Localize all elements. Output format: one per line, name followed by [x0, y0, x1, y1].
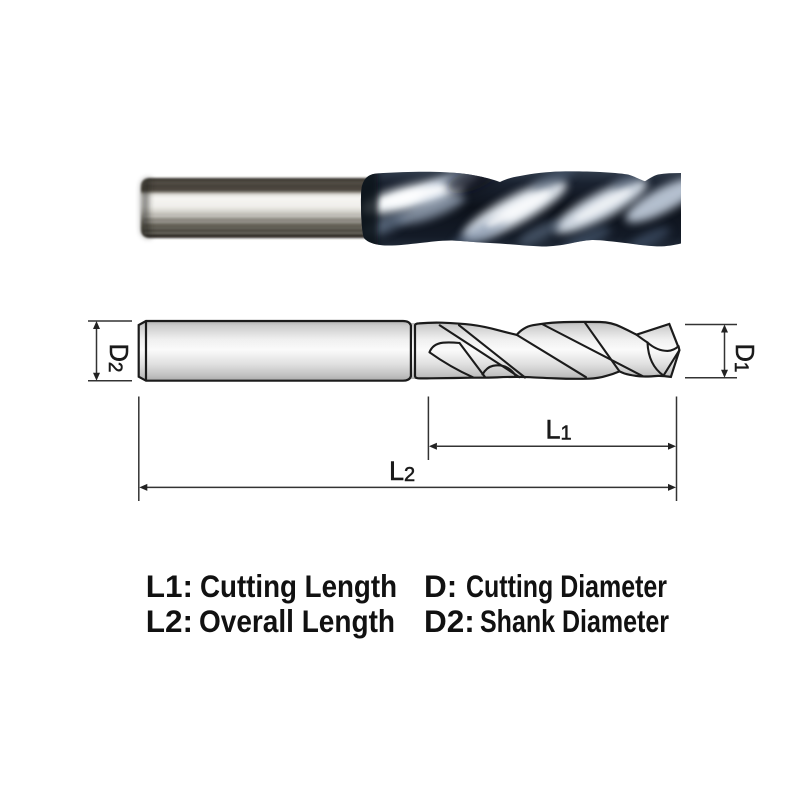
svg-text:D2: D2 — [104, 344, 132, 373]
svg-text:Cutting Diameter: Cutting Diameter — [466, 568, 667, 604]
svg-text:L2: L2 — [389, 456, 415, 486]
svg-text:L2:: L2: — [146, 603, 193, 639]
svg-text:D:: D: — [424, 568, 457, 604]
svg-text:Overall Length: Overall Length — [199, 603, 395, 639]
svg-text:Cutting Length: Cutting Length — [200, 568, 397, 604]
svg-text:Shank Diameter: Shank Diameter — [480, 603, 669, 639]
svg-text:L1: L1 — [546, 415, 572, 445]
svg-text:L1:: L1: — [146, 568, 193, 604]
svg-text:D1: D1 — [730, 344, 758, 373]
svg-text:D2:: D2: — [424, 603, 475, 639]
